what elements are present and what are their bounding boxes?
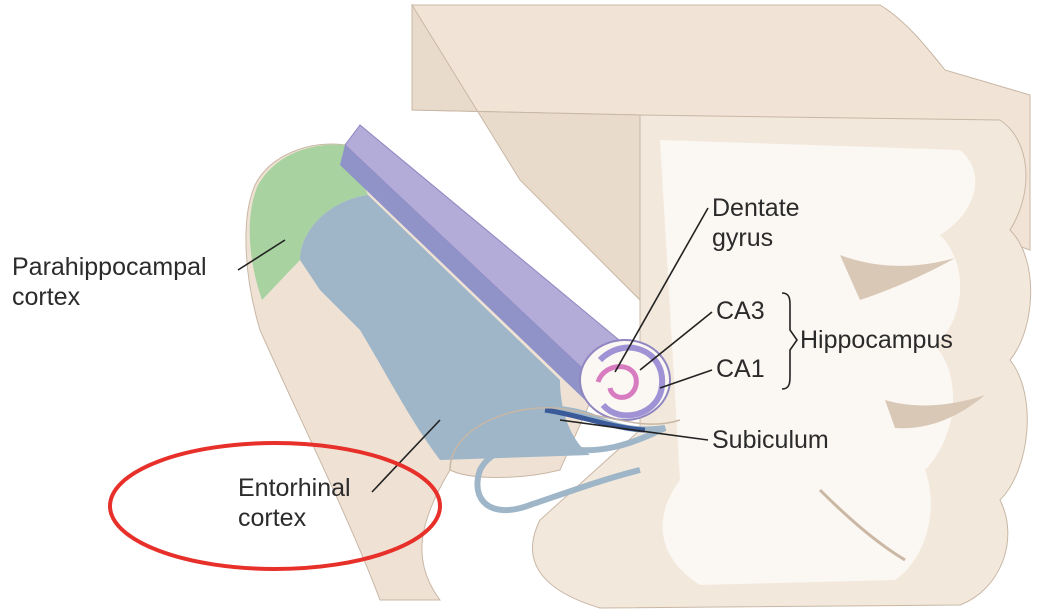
hippocampus-label: Hippocampus [800, 325, 953, 355]
dentate-label-line2: gyrus [712, 223, 800, 253]
dentate-label-line1: Dentate [712, 193, 800, 223]
subiculum-label: Subiculum [712, 425, 829, 455]
entorhinal-label-line2: cortex [238, 503, 351, 533]
ca1-label: CA1 [716, 354, 765, 384]
hippocampus-cross-outline [580, 340, 670, 420]
parahippocampal-label-line1: Parahippocampal [12, 252, 207, 282]
white-matter [660, 140, 975, 585]
parahippocampal-label: Parahippocampal cortex [12, 252, 207, 312]
dentate-label: Dentate gyrus [712, 193, 800, 253]
entorhinal-label: Entorhinal cortex [238, 473, 351, 533]
entorhinal-label-line1: Entorhinal [238, 473, 351, 503]
parahippocampal-label-line2: cortex [12, 282, 207, 312]
ca3-label: CA3 [716, 296, 765, 326]
